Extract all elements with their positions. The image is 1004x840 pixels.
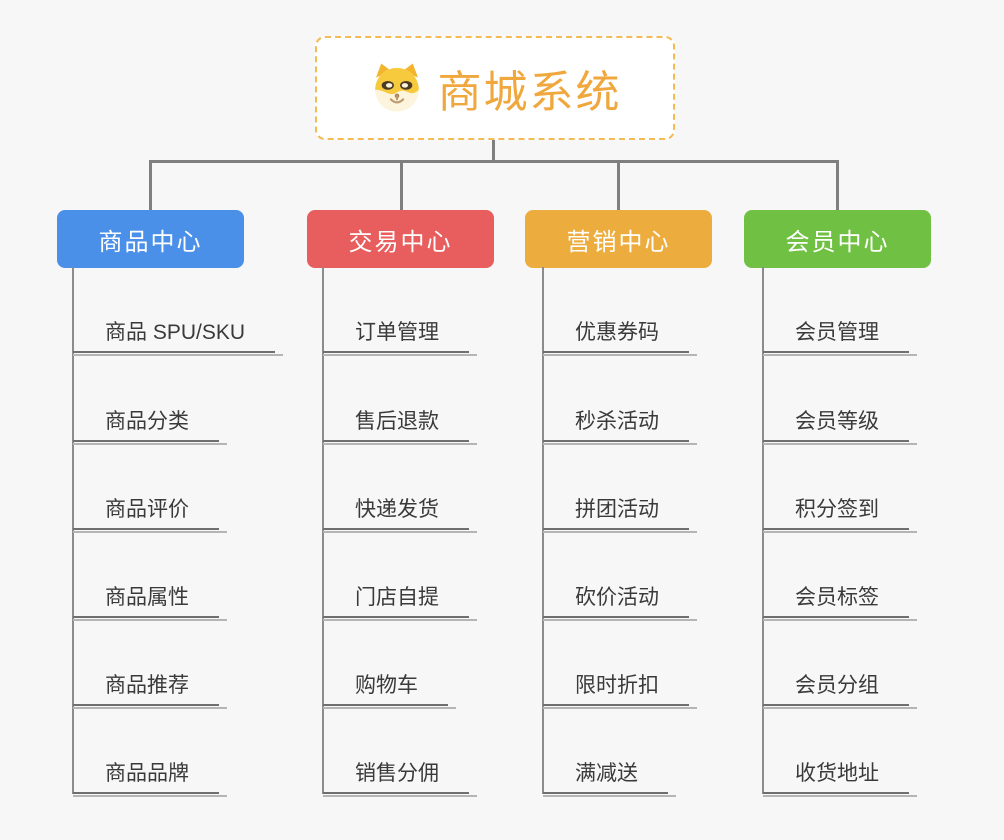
node-item[interactable]: 会员管理 — [763, 319, 917, 356]
node-item[interactable]: 商品分类 — [73, 408, 227, 445]
branch-header-product-center[interactable]: 商品中心 — [57, 210, 244, 268]
node-item[interactable]: 商品评价 — [73, 496, 227, 533]
node-item[interactable]: 商品品牌 — [73, 760, 227, 797]
connector-branch-stem — [617, 161, 620, 210]
node-item[interactable]: 拼团活动 — [543, 496, 697, 533]
node-item[interactable]: 商品 SPU/SKU — [73, 319, 284, 356]
node-item[interactable]: 快递发货 — [323, 496, 477, 533]
node-item[interactable]: 购物车 — [323, 672, 456, 709]
connector-horizontal-bus — [149, 160, 839, 163]
node-item[interactable]: 收货地址 — [763, 760, 917, 797]
node-item[interactable]: 满减送 — [543, 760, 676, 797]
node-item[interactable]: 秒杀活动 — [543, 408, 697, 445]
node-item[interactable]: 会员等级 — [763, 408, 917, 445]
root-title: 商城系统 — [437, 68, 622, 117]
branch-header-marketing-center[interactable]: 营销中心 — [525, 210, 712, 268]
root-node[interactable]: 商城系统 — [315, 36, 675, 140]
branch-trunk-line — [322, 267, 324, 794]
dog-face-icon — [374, 63, 419, 112]
connector-branch-stem — [149, 161, 152, 210]
node-item[interactable]: 优惠券码 — [543, 319, 697, 356]
node-item[interactable]: 会员标签 — [763, 584, 917, 621]
connector-root-stem — [492, 139, 495, 162]
node-item[interactable]: 限时折扣 — [543, 672, 697, 709]
node-item[interactable]: 会员分组 — [763, 672, 917, 709]
connector-branch-stem — [836, 161, 839, 210]
branch-trunk-line — [72, 267, 74, 794]
node-item[interactable]: 订单管理 — [323, 319, 477, 356]
node-item[interactable]: 商品属性 — [73, 584, 227, 621]
node-item[interactable]: 销售分佣 — [323, 760, 477, 797]
node-item[interactable]: 商品推荐 — [73, 672, 227, 709]
branch-trunk-line — [762, 267, 764, 794]
node-item[interactable]: 门店自提 — [323, 584, 477, 621]
node-item[interactable]: 售后退款 — [323, 408, 477, 445]
branch-header-member-center[interactable]: 会员中心 — [744, 210, 931, 268]
branch-header-trade-center[interactable]: 交易中心 — [307, 210, 494, 268]
branch-trunk-line — [542, 267, 544, 794]
node-item[interactable]: 砍价活动 — [543, 584, 697, 621]
node-item[interactable]: 积分签到 — [763, 496, 917, 533]
connector-branch-stem — [400, 161, 403, 210]
